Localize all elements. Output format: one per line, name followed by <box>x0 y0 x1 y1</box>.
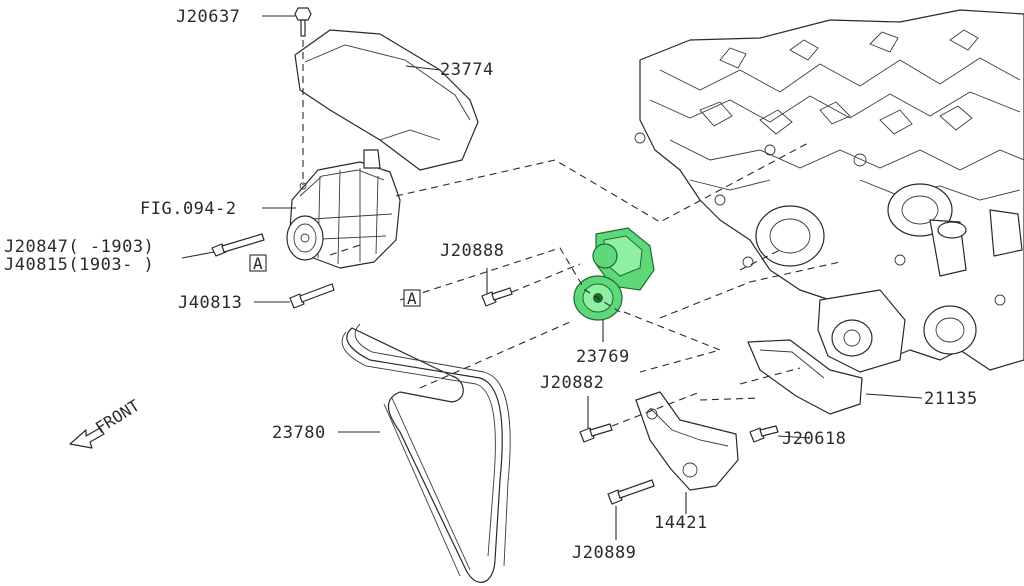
bracket-14421 <box>635 391 739 491</box>
label-14421: 14421 <box>654 513 708 533</box>
ref-box-a-2: A <box>403 289 421 308</box>
leader-lines <box>181 15 923 540</box>
label-j40813: J40813 <box>178 293 242 313</box>
label-j40815: J40815(1903- ) <box>4 255 154 275</box>
front-label: FRONT <box>92 396 143 438</box>
ref-a-label-2: A <box>407 289 417 308</box>
cover-21135 <box>747 339 863 415</box>
label-j20882: J20882 <box>540 373 604 393</box>
label-23769: 23769 <box>576 347 630 367</box>
alternator <box>286 149 401 269</box>
label-j20888: J20888 <box>440 241 504 261</box>
bolt-j20888 <box>481 287 513 307</box>
label-fig094: FIG.094-2 <box>140 199 237 219</box>
bolt-j20882 <box>579 423 613 443</box>
front-indicator: FRONT <box>69 396 143 449</box>
ref-box-a-1: A <box>249 254 267 273</box>
bolt-j20847 <box>211 233 265 257</box>
label-j20847: J20847( -1903) <box>4 237 154 257</box>
label-j20889: J20889 <box>572 543 636 563</box>
label-j20637: J20637 <box>176 7 240 27</box>
engine-block <box>634 9 1024 373</box>
bolt-j20618 <box>749 425 779 443</box>
bolt-j40813 <box>289 283 335 309</box>
bolt-j20637 <box>294 7 312 37</box>
dashed-lines <box>329 141 841 427</box>
bolt-j20889 <box>607 479 655 505</box>
label-23780: 23780 <box>272 423 326 443</box>
label-j20618: J20618 <box>782 429 846 449</box>
label-21135: 21135 <box>924 389 978 409</box>
tensioner-23769 <box>573 227 655 321</box>
ref-a-label-1: A <box>253 254 263 273</box>
alternator-cover <box>294 29 479 171</box>
belt-23780 <box>341 323 511 583</box>
label-23774: 23774 <box>440 60 494 80</box>
